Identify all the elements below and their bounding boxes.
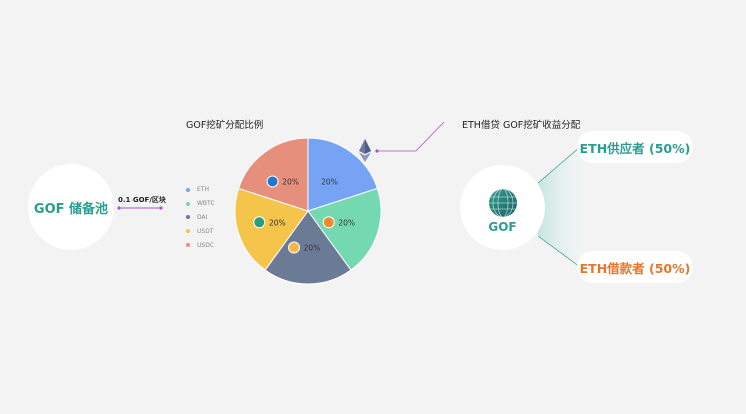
legend-label: USDT: [197, 227, 214, 235]
eth-diamond-icon: [359, 139, 371, 162]
legend-label: ETH: [197, 186, 209, 194]
gof-token-label: GOF: [488, 220, 517, 234]
pie-slice-wbtc: [307, 187, 382, 271]
usdc-icon: [266, 175, 279, 188]
legend-item-wbtc: WBTC: [186, 197, 215, 211]
gof-globe-icon: [489, 189, 517, 217]
share-connector: [375, 121, 445, 153]
pie-slice-label: 20%: [269, 218, 286, 227]
eth-borrower-pill: ETH借款者 (50%): [577, 251, 693, 283]
distribution-fan: [537, 146, 581, 268]
legend-dot: [186, 215, 190, 220]
pie-slice-usdc: [237, 137, 309, 212]
legend-dot: [186, 187, 190, 192]
share-title: ETH借贷 GOF挖矿收益分配: [462, 120, 581, 131]
pie-slice-label: 20%: [338, 218, 355, 227]
legend-dot: [186, 201, 190, 206]
eth-supplier-pill: ETH供应者 (50%): [577, 131, 693, 163]
pie-slice-eth: [307, 137, 379, 212]
usdt-icon: [253, 216, 266, 229]
pie-chart: 20% 20% 20% 20% 20%: [234, 137, 382, 285]
pie-slice-usdt: [234, 187, 309, 271]
rate-arrow: [117, 206, 163, 210]
legend-label: USDC: [197, 241, 215, 249]
legend-dot: [186, 229, 190, 234]
pie-legend: ETH WBTC DAI USDT USDC: [186, 183, 215, 252]
mining-rate-label: 0.1 GOF/区块: [118, 196, 166, 204]
legend-item-usdt: USDT: [186, 224, 215, 238]
pie-slice-dai: [264, 210, 352, 285]
legend-item-dai: DAI: [186, 211, 215, 225]
legend-dot: [186, 243, 190, 248]
legend-label: WBTC: [197, 200, 215, 208]
pie-slice-label: 20%: [304, 244, 321, 253]
reserve-pool-circle: [28, 164, 114, 250]
legend-item-usdc: USDC: [186, 238, 215, 252]
legend-label: DAI: [197, 213, 208, 221]
dai-icon: [288, 241, 300, 254]
pie-slice-label: 20%: [321, 177, 338, 186]
legend-item-eth: ETH: [186, 183, 215, 197]
reserve-pool-label: GOF 储备池: [33, 201, 109, 217]
pie-title: GOF挖矿分配比例: [186, 120, 264, 131]
wbtc-icon: [322, 216, 335, 229]
pie-slice-label: 20%: [282, 177, 299, 186]
